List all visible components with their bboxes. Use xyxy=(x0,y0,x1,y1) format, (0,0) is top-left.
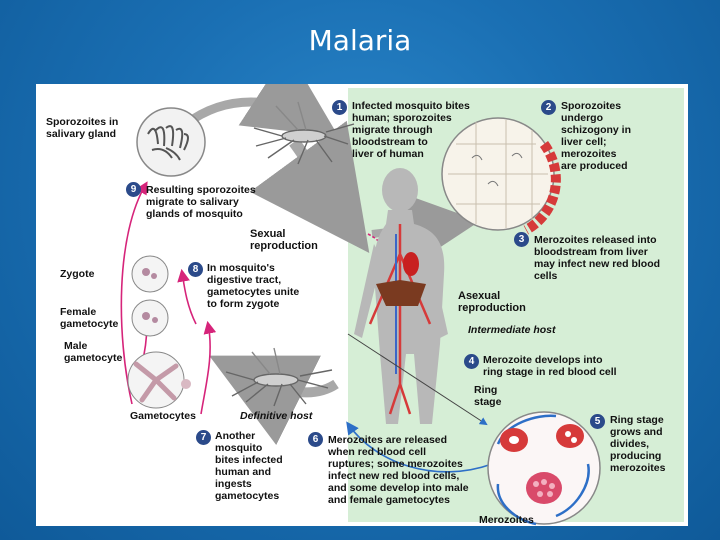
step-number-4: 4 xyxy=(464,354,479,369)
label-female-gametocyte: Female gametocyte xyxy=(60,306,119,330)
label-asexual-reproduction: Asexual reproduction xyxy=(458,290,526,314)
step-text-9: Resulting sporozoites migrate to salivar… xyxy=(146,184,256,220)
female-gametocyte-circle xyxy=(131,299,169,337)
step-number-9: 9 xyxy=(126,182,141,197)
pink-arrow-up xyxy=(120,181,148,405)
diagram-artwork xyxy=(120,84,601,526)
label-gametocytes: Gametocytes xyxy=(130,410,196,422)
step-text-2: Sporozoites undergo schizogony in liver … xyxy=(561,100,632,172)
liver-cell-inset xyxy=(441,117,561,235)
rbc-inset xyxy=(487,411,601,526)
cycle-arrow-bottom xyxy=(209,355,339,446)
step-text-7: Another mosquito bites infected human an… xyxy=(215,430,283,502)
step-number-7: 7 xyxy=(196,430,211,445)
step-number-3: 3 xyxy=(514,232,529,247)
step-text-4: Merozoite develops into ring stage in re… xyxy=(483,354,617,378)
blue-arrow-from-rbc xyxy=(346,421,493,473)
step-text-6: Merozoites are released when red blood c… xyxy=(328,434,469,506)
mosquito-top xyxy=(253,101,355,165)
label-merozoites: Merozoites xyxy=(479,514,534,526)
pink-arrow-bottom xyxy=(200,320,217,415)
cycle-arrow-down xyxy=(249,120,370,254)
slide-title: Malaria xyxy=(308,24,412,57)
label-sexual-reproduction: Sexual reproduction xyxy=(250,228,318,252)
label-sporozoites-salivary-gland: Sporozoites in salivary gland xyxy=(46,116,119,140)
step-number-8: 8 xyxy=(188,262,203,277)
zygote-circle xyxy=(131,255,169,293)
step-text-5: Ring stage grows and divides, producing … xyxy=(610,414,666,474)
step-text-3: Merozoites released into bloodstream fro… xyxy=(534,234,661,282)
human-figure xyxy=(354,168,448,424)
label-definitive-host: Definitive host xyxy=(240,410,313,422)
gametocytes-circle xyxy=(127,351,191,409)
step-number-6: 6 xyxy=(308,432,323,447)
step-number-1: 1 xyxy=(332,100,347,115)
salivary-gland-circle xyxy=(136,107,206,177)
label-zygote: Zygote xyxy=(60,268,95,280)
label-ring-stage: Ring stage xyxy=(474,384,502,408)
step-number-2: 2 xyxy=(541,100,556,115)
pink-arrow-to-zygote xyxy=(177,268,197,325)
step-text-8: In mosquito's digestive tract, gametocyt… xyxy=(207,262,300,310)
blue-arrow-to-rbc xyxy=(347,333,488,426)
label-male-gametocyte: Male gametocyte xyxy=(64,340,123,364)
cycle-arrow-top xyxy=(183,84,339,137)
step-text-1: Infected mosquito bites human; sporozoit… xyxy=(352,100,470,160)
malaria-life-cycle-diagram: 1 2 3 4 5 6 7 8 9 Infected mosquito bite… xyxy=(36,84,688,526)
label-intermediate-host: Intermediate host xyxy=(468,324,556,336)
mosquito-bottom xyxy=(225,347,333,407)
step-number-5: 5 xyxy=(590,414,605,429)
